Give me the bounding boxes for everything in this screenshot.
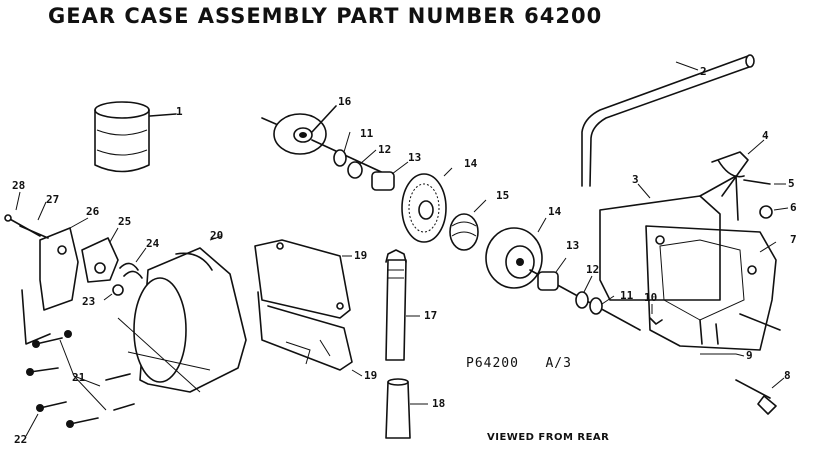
label-part-19-upper: 19 [354, 249, 368, 262]
label-part-11-lower: 11 [620, 289, 634, 302]
part-25-clamp [81, 227, 119, 283]
part-9-washer [700, 353, 745, 357]
part-2-rod [581, 54, 755, 187]
label-part-19-lower: 19 [364, 369, 378, 382]
lower-shaft-stack [529, 257, 641, 331]
label-part-24: 24 [146, 237, 160, 250]
label-part-15: 15 [496, 189, 510, 202]
label-part-25: 25 [118, 215, 132, 228]
part-1-cap [94, 101, 177, 173]
part-10-pin [649, 304, 663, 325]
label-part-26: 26 [86, 205, 100, 218]
label-part-10: 10 [644, 291, 658, 304]
label-part-21: 21 [72, 371, 86, 384]
part-4-yoke [711, 139, 765, 197]
label-part-14-spur: 14 [548, 205, 562, 218]
label-part-3: 3 [632, 173, 639, 186]
part-15-worm [449, 199, 487, 251]
part-3-7-gear-case [599, 175, 781, 351]
label-part-11-upper: 11 [360, 127, 374, 140]
part-26-bracket [21, 217, 89, 345]
part-24-clip [119, 247, 147, 279]
label-part-7: 7 [790, 233, 797, 246]
part-14-spur-gear [485, 217, 547, 289]
part-17-spindle [385, 249, 420, 361]
label-part-5: 5 [788, 177, 795, 190]
diagram-title: GEAR CASE ASSEMBLY PART NUMBER 64200 [48, 4, 603, 28]
upper-shaft-stack [261, 105, 409, 191]
label-part-4: 4 [762, 129, 769, 142]
part-14-bevel-gear [401, 167, 453, 243]
label-part-2: 2 [700, 65, 707, 78]
label-part-18: 18 [432, 397, 446, 410]
label-part-1: 1 [176, 105, 183, 118]
label-part-13-lower: 13 [566, 239, 580, 252]
label-part-13-upper: 13 [408, 151, 422, 164]
part-18-sleeve [385, 378, 428, 439]
label-part-16: 16 [338, 95, 352, 108]
part-20-housing [117, 235, 247, 393]
label-part-9: 9 [746, 349, 753, 362]
view-caption: VIEWED FROM REAR [487, 432, 610, 443]
part-8-screw [735, 377, 785, 415]
drawing-reference-number: P64200 A/3 [466, 356, 572, 371]
label-part-22: 22 [14, 433, 28, 446]
part-6-knob [759, 205, 789, 219]
label-part-27: 27 [46, 193, 60, 206]
part-21-22-screws [25, 330, 135, 437]
part-23-nut [103, 284, 124, 301]
part-19-gasket [254, 239, 363, 377]
label-part-6: 6 [790, 201, 797, 214]
label-part-14-bevel: 14 [464, 157, 478, 170]
label-part-12-upper: 12 [378, 143, 392, 156]
label-part-12-lower: 12 [586, 263, 600, 276]
part-5-screw [743, 179, 786, 185]
label-part-17: 17 [424, 309, 438, 322]
part-27-28-screws [4, 191, 49, 239]
label-part-8: 8 [784, 369, 791, 382]
label-part-20: 20 [210, 229, 224, 242]
label-part-23: 23 [82, 295, 96, 308]
label-part-28: 28 [12, 179, 26, 192]
